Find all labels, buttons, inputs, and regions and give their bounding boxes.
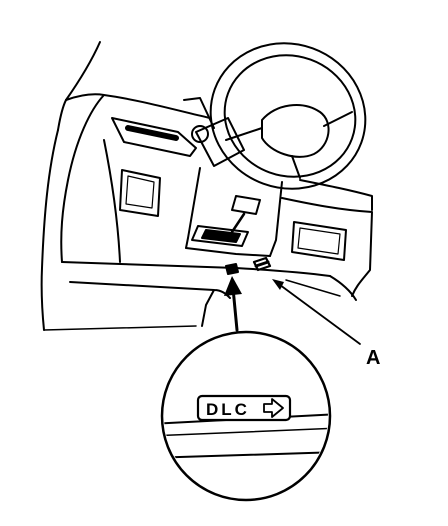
steering-wheel-rim-inner: [223, 54, 357, 178]
steering-column-shroud: [183, 97, 215, 129]
ignition-switch: [191, 125, 209, 143]
dlc-badge-text: DLC: [206, 400, 250, 419]
left-side-panel: [40, 129, 59, 331]
inset-panel-line-3: [164, 451, 328, 459]
steering-wheel-spoke-bottom: [291, 155, 301, 179]
steering-wheel-spoke-right: [323, 111, 353, 127]
a-pillar-inner: [57, 99, 67, 131]
dashboard-drawing: [40, 41, 373, 331]
steering-wheel-hub: [261, 104, 330, 158]
inset-magnifier: DLC: [160, 330, 332, 502]
instrument-hood: [111, 117, 197, 157]
left-vent-inner: [125, 175, 155, 209]
steering-wheel-spoke-left: [225, 127, 263, 141]
left-panel-curve: [60, 94, 105, 263]
instrument-hood-slot: [125, 125, 179, 141]
right-vent: [291, 221, 347, 261]
lower-dash-left: [103, 139, 121, 263]
console-lever: [230, 212, 246, 234]
callout-leader-arrowhead: [272, 279, 284, 290]
steering-column: [195, 117, 245, 167]
lower-dash-front-edge: [61, 261, 331, 277]
dashboard-top-edge: [65, 93, 211, 119]
arrow-right-outline-icon: [263, 398, 284, 418]
inset-pointer-shaft: [231, 286, 239, 332]
lower-dash-bottom: [69, 281, 231, 299]
callout-leader-line: [275, 281, 361, 345]
a-pillar: [65, 41, 101, 101]
inset-panel-line-2: [164, 427, 328, 437]
console-control-2: [191, 225, 249, 247]
floor-line-left: [43, 325, 197, 331]
center-stack-right: [269, 181, 283, 257]
dlc-badge: [196, 394, 292, 422]
dashboard-top-right: [299, 179, 373, 211]
left-vent: [119, 169, 161, 217]
right-dash-lower: [329, 275, 357, 301]
center-stack-left: [185, 167, 201, 249]
console-control-1: [231, 195, 261, 215]
inset-pointer-arrowhead: [224, 276, 242, 296]
knee-panel: [201, 289, 215, 327]
center-stack-bottom: [185, 247, 271, 257]
dlc-connector-body: [254, 260, 270, 268]
callout-label: A: [366, 347, 380, 369]
right-vent-inner: [297, 227, 341, 255]
steering-wheel-rim-outer: [209, 42, 367, 190]
dlc-label-plate: [225, 263, 239, 275]
console-control-2-fill: [201, 229, 241, 243]
floor-line-right: [285, 279, 341, 297]
right-dash-edge: [281, 197, 373, 297]
